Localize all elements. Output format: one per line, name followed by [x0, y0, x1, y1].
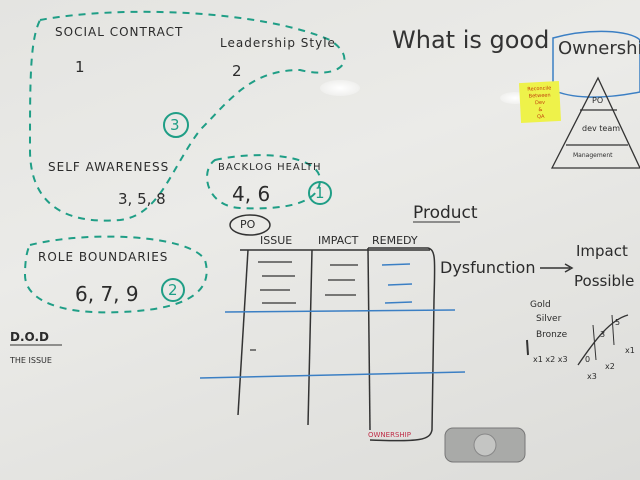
po-note: PO	[240, 218, 256, 231]
backlog-number: 1	[315, 184, 325, 202]
header-remedy: Remedy	[372, 234, 418, 247]
table-grid	[237, 247, 436, 442]
cluster-number: 3	[170, 116, 180, 134]
role-boundaries-label: Role Boundaries	[38, 250, 169, 264]
self-awareness-label: Self Awareness	[48, 160, 170, 174]
po-ellipse	[229, 214, 271, 236]
pyramid-management: Management	[573, 152, 613, 159]
role-outline	[23, 235, 208, 314]
curve-multiplier: x1	[625, 346, 635, 355]
up-arrow-icon	[526, 339, 529, 356]
backlog-health-value: 4, 6	[232, 182, 271, 206]
number-circle	[308, 181, 332, 205]
sticky-line: QA	[536, 113, 545, 121]
number-circle	[163, 112, 189, 138]
medal-bronze: Bronze	[536, 330, 568, 340]
pyramid	[550, 76, 640, 169]
table-rows	[199, 263, 466, 379]
pyramid-dev-team: dev team	[582, 124, 621, 133]
header-issue: Issue	[260, 234, 293, 247]
arrow-head-icon	[564, 263, 574, 273]
possible-label: Possible	[574, 272, 635, 290]
ownership-footer: Ownership	[368, 431, 411, 439]
table-dashes	[250, 261, 358, 351]
curve-label: 3	[600, 330, 606, 339]
medal-gold: Gold	[530, 300, 551, 310]
backlog-health-label: Backlog Health	[218, 162, 322, 173]
title-text: What is good	[392, 26, 550, 54]
number-circle	[161, 278, 185, 302]
role-boundaries-value: 6, 7, 9	[75, 282, 139, 306]
light-glare	[320, 80, 360, 96]
medal-silver: Silver	[536, 314, 562, 324]
curve-label: 0	[585, 355, 591, 364]
impact-label: Impact	[576, 242, 628, 260]
social-contract-value: 1	[75, 58, 85, 76]
title-ownership: Ownership?	[558, 38, 640, 59]
role-number: 2	[168, 281, 178, 299]
leadership-style-value: 2	[232, 62, 242, 80]
curve	[577, 314, 629, 366]
social-contract-label: Social Contract	[55, 25, 184, 39]
backlog-outline	[206, 154, 322, 210]
header-impact: Impact	[318, 234, 359, 247]
product-label: Product	[413, 203, 478, 223]
dod-label: D.O.D	[10, 330, 49, 344]
self-awareness-value: 3, 5, 8	[118, 190, 166, 208]
ownership-box	[552, 30, 640, 98]
sticky-note: Reconcile Between Dev & QA	[518, 80, 562, 124]
dod-sub: The Issue	[10, 356, 52, 365]
curve-multiplier: x3	[587, 372, 597, 381]
pyramid-po: PO	[592, 96, 604, 105]
cluster-outline	[28, 10, 346, 222]
curve-label: 5	[615, 318, 621, 327]
medal-multipliers: x1 x2 x3	[533, 355, 568, 364]
dysfunction-label: Dysfunction	[440, 258, 536, 277]
curve-multiplier: x2	[605, 362, 615, 371]
leadership-style-label: Leadership Style	[220, 36, 336, 50]
